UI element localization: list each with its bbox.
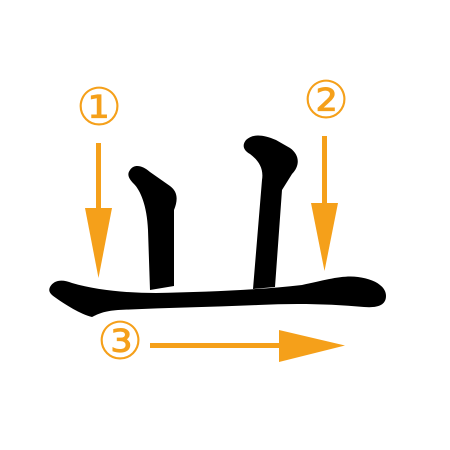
- stroke-order-labels: ① ② ③: [76, 71, 350, 372]
- glyph-stroke-3: [49, 276, 386, 317]
- stroke-label-2: ②: [303, 71, 350, 131]
- character-glyph: [49, 135, 386, 317]
- arrow-stroke-3: [150, 330, 345, 362]
- stroke-order-arrows: [85, 136, 345, 362]
- stroke-label-1: ①: [76, 78, 123, 138]
- arrow-stroke-1: [85, 143, 112, 278]
- stroke-label-3: ③: [97, 312, 144, 372]
- glyph-stroke-1: [128, 166, 177, 290]
- arrow-stroke-2: [311, 136, 338, 271]
- glyph-stroke-2: [243, 135, 298, 289]
